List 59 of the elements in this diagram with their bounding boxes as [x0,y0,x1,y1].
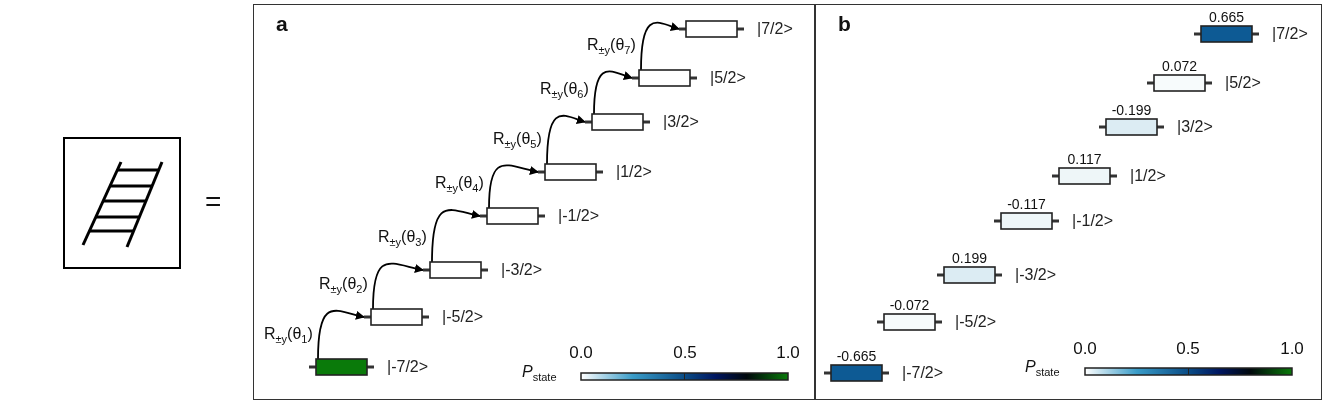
edge-label: R$_{±y}$(θ$_{3}$) [378,228,427,249]
state-label: |-5/2> [955,314,997,330]
amplitude-value: 0.072 [1160,59,1198,73]
curved-arrow [640,21,680,71]
state-label: |-7/2> [902,365,944,381]
state-box [423,262,488,278]
state-label: |-5/2> [442,309,484,325]
curved-arrow [431,209,481,263]
panel-letter: b [838,13,851,34]
state-label: |3/2> [663,114,699,130]
state-label: |-3/2> [501,262,543,278]
amplitude-value: -0.117 [1006,197,1047,211]
state-box [632,70,697,86]
state-label: |-1/2> [1072,213,1114,229]
state-box [480,208,545,224]
curved-arrow [488,164,539,209]
colorbar-tick-label: 0.0 [569,344,593,361]
state-box [538,164,603,180]
curved-arrow [593,70,633,115]
curved-arrow [372,262,424,310]
state-label: |7/2> [1272,26,1308,42]
edge-label: R$_{±y}$(θ$_{5}$) [493,130,542,151]
state-label: |7/2> [757,21,793,37]
colorbar-tick-label: 0.5 [673,344,697,361]
state-label: |3/2> [1177,119,1213,135]
colorbar-tick-label: 1.0 [776,344,800,361]
state-label: |1/2> [1130,168,1166,184]
amplitude-value: 0.665 [1207,10,1245,24]
state-box [364,309,429,325]
amplitude-value: -0.072 [888,298,931,312]
state-label: |5/2> [710,70,746,86]
amplitude-value: 0.117 [1066,152,1103,166]
edge-label: R$_{±y}$(θ$_{4}$) [435,174,484,195]
colorbar-title: P$_{state}$ [1025,359,1060,379]
state-label: |-3/2> [1015,267,1057,283]
state-box [585,114,650,130]
state-box [679,21,744,37]
amplitude-value: -0.199 [1110,103,1153,117]
edge-label: R$_{±y}$(θ$_{2}$) [319,275,368,296]
state-label: |-1/2> [558,208,600,224]
panel-letter: a [276,13,288,34]
state-label: |-7/2> [387,359,429,375]
colorbar-tick-label: 0.5 [1176,340,1200,357]
edge-label: R$_{±y}$(θ$_{6}$) [540,80,589,101]
colorbar-title: P$_{state}$ [522,364,557,384]
edge-label: R$_{±y}$(θ$_{1}$) [264,325,313,346]
colorbar-tick-label: 0.0 [1073,340,1097,357]
amplitude-value: 0.199 [950,251,988,265]
equals-sign: = [205,188,222,216]
panel-frame [253,4,815,400]
state-label: |1/2> [616,164,652,180]
curved-arrow [317,309,365,360]
curved-arrow [546,114,586,165]
state-box [309,359,374,375]
colorbar-tick-label: 1.0 [1280,340,1304,357]
amplitude-value: -0.665 [835,349,878,363]
state-label: |5/2> [1225,75,1261,91]
edge-label: R$_{±y}$(θ$_{7}$) [587,36,636,57]
panel-frame [815,4,1322,400]
